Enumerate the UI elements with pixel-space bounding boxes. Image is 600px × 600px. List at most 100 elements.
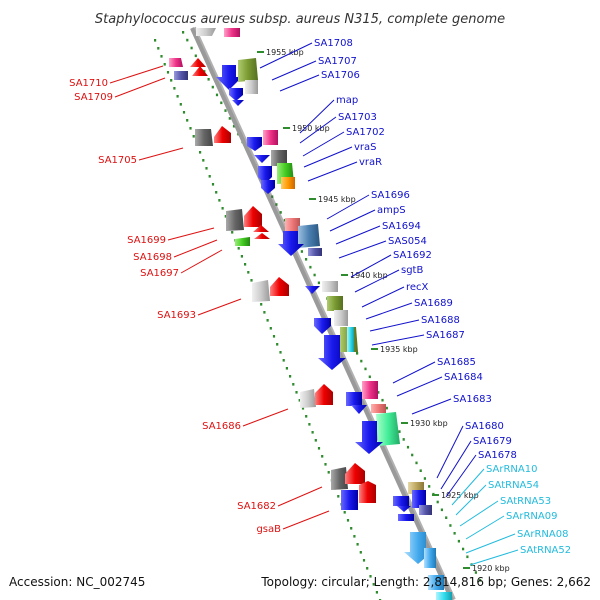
track-dot [353,535,356,538]
gene-SA1692 [322,281,338,292]
track-dot [275,203,278,206]
rna-gene-label-leader [451,468,485,506]
track-dot [154,39,157,42]
forward-gene-label-leader [445,454,477,498]
reverse-strand-labels: SA1710SA1709SA1705SA1699SA1698SA1697SA16… [69,65,330,535]
track-dot [369,575,372,578]
gene-SA1709-arrow [192,66,208,76]
forward-gene-label-leader [303,146,353,168]
gene-gsaB-arrow [359,481,376,503]
kbp-tick-label: 1950 kbp [292,124,330,133]
kbp-tick-label: 1935 kbp [380,345,418,354]
gene-SA1684-arrow [351,405,367,414]
track-dot [364,367,367,371]
track-dot [308,423,311,426]
track-dot [190,46,193,50]
forward-gene-label-leader [396,376,443,397]
track-dot [240,255,243,258]
track-dot [453,532,456,535]
gene-SA1710-arrow [190,58,206,67]
forward-gene-label-leader [299,99,335,134]
track-dot [263,311,266,314]
track-dot [313,273,316,277]
forward-gene-label-leader [440,440,472,490]
rna-gene-label: SAtRNA52 [520,545,571,556]
features-top-edge [196,28,240,37]
track-dot [356,543,359,546]
reverse-gene-label: SA1698 [133,252,172,263]
rna-gene-label-leader [469,549,519,566]
gene-SA1696 [285,218,300,232]
gene-SA1689-arrow [314,318,331,334]
track-dot [237,247,240,250]
gene-SA1689 [334,310,348,326]
track-dot [202,159,205,162]
track-dot [283,218,286,222]
reverse-gene-label-leader [109,65,164,84]
track-dot [311,431,314,434]
rna-gene-label: SArRNA09 [506,511,557,522]
gene-block [196,28,216,36]
track-dot [211,183,215,186]
track-dot [289,375,292,378]
gene-edge-bottom [428,575,444,590]
track-dot [440,508,443,512]
forward-gene-label: SA1680 [465,421,504,432]
forward-gene-label: map [336,95,358,106]
track-dot [466,555,469,559]
track-dot [428,485,431,488]
gene-SA1697-arrow [254,233,270,239]
gene-SAS054 [308,248,322,256]
reverse-gene-label: SA1697 [140,268,179,279]
gene-vraR [281,177,295,189]
gene-SA1683 [371,404,386,413]
gene-SA1705-arrow [214,126,231,143]
forward-gene-label: SA1696 [371,190,410,201]
track-dot [282,359,285,362]
track-dot [350,527,353,530]
gene-SArRNA10 [412,490,426,508]
gene-SA1706 [245,80,258,94]
gene-SAtRNA54 [393,496,409,506]
track-dot [232,124,236,128]
rna-labels: SArRNA10SAtRNA54SAtRNA53SArRNA09SArRNA08… [451,464,571,566]
gene-SArRNA09 [398,514,414,521]
track-dot [189,127,192,130]
forward-gene-label-leader [335,225,381,245]
gene-SA1699 [226,209,244,231]
forward-gene-label: SA1707 [318,56,357,67]
forward-gene-label-leader [411,398,452,415]
gene-SA1685 [362,381,378,399]
track-dot [199,151,202,154]
gene-SA1710 [169,58,183,67]
forward-gene-label-leader [350,254,392,278]
track-dot [457,539,460,543]
track-dot [279,211,282,214]
reverse-gene-label-leader [180,249,223,274]
track-dot [179,103,182,106]
track-dot [343,511,346,514]
forward-strand-labels: SA1708SA1707SA1706mapSA1703SA1702vraSvra… [259,38,517,498]
reverse-gene-label-leader [114,77,166,98]
gene-SA1708 [216,65,242,90]
gene-edge-bottom-2 [436,592,452,600]
forward-gene-label: SA1683 [453,394,492,405]
track-dot [295,391,298,394]
gene-SAtRNA52 [424,548,436,568]
track-dot [305,258,308,261]
track-dot [366,567,369,570]
track-dot [228,117,231,120]
forward-gene-label-leader [302,131,345,157]
gene-SA1699-arrow [244,206,262,227]
gene-SA1698 [253,225,269,232]
forward-strand-features [216,58,452,600]
forward-gene-label: vraS [354,142,377,153]
forward-gene-label: SA1685 [437,357,476,368]
forward-gene-label-leader [338,240,387,259]
gene-SAtRNA54-arrow [397,506,411,512]
gene-vraR-arrow [261,180,275,194]
rna-gene-label: SAtRNA53 [500,496,551,507]
forward-gene-label: SA1688 [421,315,460,326]
